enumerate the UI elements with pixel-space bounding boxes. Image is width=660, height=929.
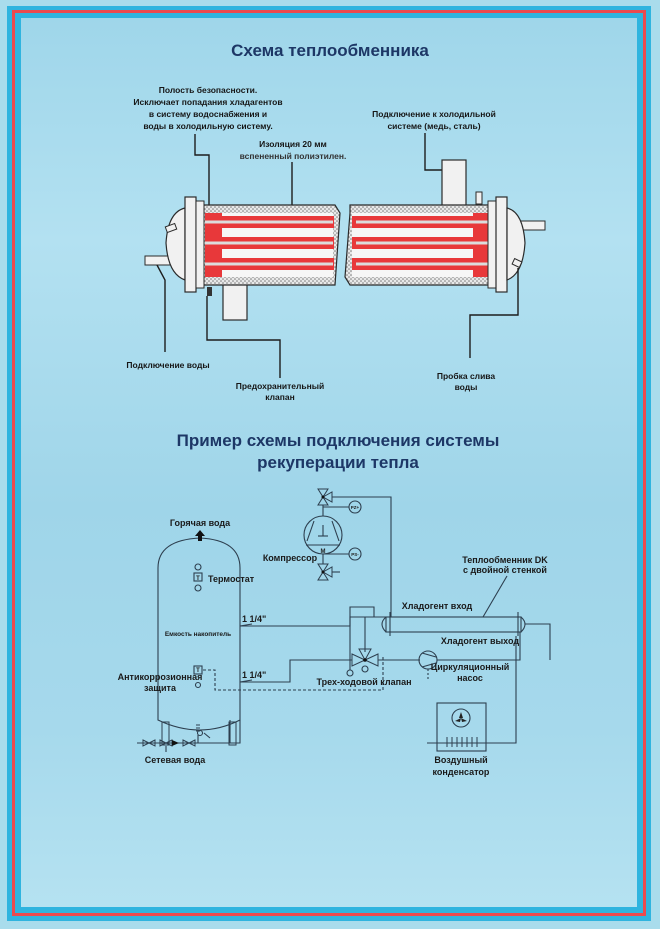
safety-cavity-line2: Исключает попадания хладагентов <box>133 97 282 107</box>
fan-icon <box>451 708 471 728</box>
air-condenser-line1: Воздушный <box>434 755 487 765</box>
label-safety-cavity: Полость безопасности. Исключает попадани… <box>133 85 282 131</box>
leader-cold-connection <box>424 133 446 171</box>
compressor-label: Компрессор <box>263 553 318 563</box>
heat-exchanger-drawing <box>144 159 546 321</box>
three-way-valve-label: Трех-ходовой клапан <box>316 677 411 687</box>
ps-minus-sensor <box>348 547 362 561</box>
insulation-line1: Изоляция 20 мм <box>259 139 327 149</box>
thermostat-box-label: T <box>196 576 200 582</box>
drain-plug-line1: Пробка слива <box>437 371 496 381</box>
circulation-pump-line2: насос <box>457 673 483 683</box>
cold-connection-pipe <box>441 159 467 209</box>
leader-drain-plug <box>469 268 519 358</box>
mains-water-label: Сетевая вода <box>145 755 206 765</box>
storage-tank-label: Емкость накопитель <box>165 631 231 638</box>
compressor-suction-valve-icon <box>317 563 333 581</box>
refrigerant-out-label: Хладогент выход <box>441 636 519 646</box>
safety-cavity-line4: воды в холодильную систему. <box>143 121 272 131</box>
safety-cavity-line3: в систему водоснабжения и <box>149 109 267 119</box>
hot-water-label: Горячая вода <box>170 518 231 528</box>
safety-valve-line1: Предохранительный <box>236 381 325 391</box>
dk-heat-exchanger <box>381 612 526 636</box>
storage-tank <box>157 537 241 746</box>
leader-safety-valve <box>206 296 281 378</box>
ps-minus-label: PS- <box>351 552 359 557</box>
drain-plug <box>511 257 523 269</box>
three-way-valve-icon <box>346 617 379 677</box>
hot-water-arrow-icon <box>195 530 205 541</box>
left-tube-sheet <box>205 213 222 277</box>
pipe-size-bottom: 1 1/4" <box>242 670 266 680</box>
condenser-return-line <box>427 636 517 744</box>
compressor-discharge-valve-icon <box>317 488 333 506</box>
discharge-line <box>332 496 392 617</box>
section1-title: Схема теплообменника <box>231 41 429 60</box>
return-pipe <box>240 659 352 683</box>
pipe-size-top: 1 1/4" <box>242 614 266 624</box>
insulation-line2: вспененный полиэтилен. <box>240 151 347 161</box>
dk-exchanger-line2: с двойной стенкой <box>463 565 547 575</box>
dk-exchanger-line1: Теплообменник DK <box>462 555 548 565</box>
anticorrosion-dashed-line <box>203 655 384 691</box>
right-flange <box>495 196 508 293</box>
thermostat-box <box>193 572 203 582</box>
poster-canvas <box>21 18 637 907</box>
refrigerant-in-label: Хладогент вход <box>402 601 473 611</box>
safety-valve <box>207 287 212 296</box>
anticorrosion-sensor-label: T <box>196 668 200 674</box>
drain-plug-line2: воды <box>455 382 478 392</box>
leader-water-connection <box>156 264 166 352</box>
pz-plus-label: PZ+ <box>351 505 360 510</box>
anticorrosion-line1: Антикоррозионная <box>118 672 203 682</box>
safety-valve-line2: клапан <box>265 392 294 402</box>
cold-connection-line1: Подключение к холодильной <box>372 109 496 119</box>
leader-safety-cavity <box>194 134 210 215</box>
left-flange <box>184 196 197 293</box>
water-connection-label: Подключение воды <box>126 360 209 370</box>
leader-dk-exchanger <box>482 575 508 618</box>
section2-title-line1: Пример схемы подключения системы <box>177 431 500 450</box>
anticorrosion-line2: защита <box>144 683 177 693</box>
right-end-cap <box>506 207 526 281</box>
thermostat-indicator-icon <box>194 563 202 571</box>
safety-cavity-line1: Полость безопасности. <box>159 85 257 95</box>
air-condenser <box>436 702 487 752</box>
circulation-pump-line1: Циркуляционный <box>431 662 510 672</box>
cold-connection-line2: системе (медь, сталь) <box>387 121 480 131</box>
section2-title-line2: рекуперации тепла <box>257 453 419 472</box>
thermostat-label: Термостат <box>208 574 255 584</box>
motor-label: M <box>321 549 326 555</box>
right-tube-sheet <box>473 213 488 277</box>
air-condenser-line2: конденсатор <box>433 767 490 777</box>
left-end-cap <box>165 207 186 281</box>
pz-plus-sensor <box>348 500 362 514</box>
mains-water-line <box>137 720 241 752</box>
